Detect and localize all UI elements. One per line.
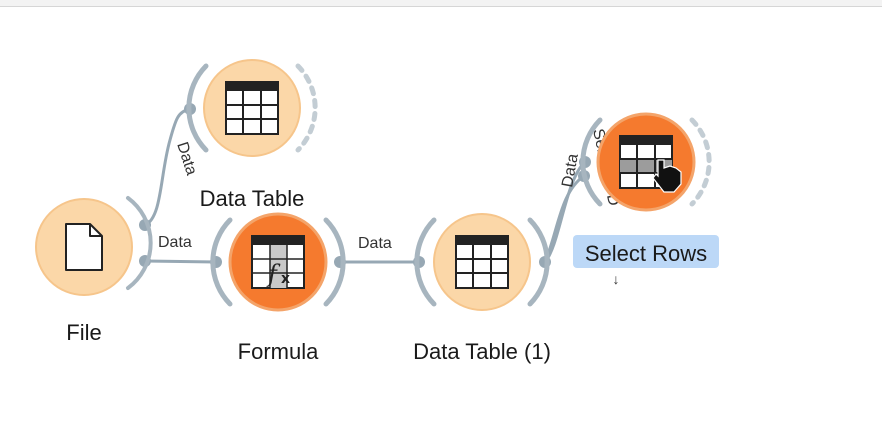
svg-text:x: x — [281, 271, 290, 287]
table-icon — [455, 235, 509, 289]
output-arc-select-rows — [689, 117, 712, 207]
node-data-table[interactable]: Data Table — [186, 59, 318, 211]
node-formula[interactable]: f x Formula — [210, 212, 346, 364]
output-arc-formula — [323, 217, 346, 307]
link-file-data-table[interactable] — [143, 107, 192, 227]
formula-icon: f x — [251, 235, 305, 289]
node-file[interactable]: File — [35, 196, 153, 345]
link-label-formula-data-table-1: Data — [358, 235, 392, 252]
state-indicator-icon: ↓ — [613, 271, 620, 287]
node-data-table-1[interactable]: Data Table (1) — [413, 213, 551, 364]
link-label-file-formula: Data — [158, 234, 192, 251]
node-label-data-table: Data Table — [200, 186, 305, 211]
top-toolbar-edge — [0, 0, 882, 7]
hand-cursor-icon — [652, 159, 682, 193]
node-label-file: File — [66, 320, 101, 345]
node-select-rows[interactable]: Select Rows ↓ — [573, 112, 719, 287]
node-label-data-table-1: Data Table (1) — [413, 339, 551, 364]
table-icon — [225, 81, 279, 135]
link-data-table-1-select-rows-selected[interactable] — [543, 160, 587, 264]
link-file-formula[interactable] — [143, 259, 218, 264]
node-label-select-rows: Select Rows — [585, 241, 707, 266]
output-arc-data-table-1 — [527, 217, 550, 307]
output-arc-file — [126, 196, 153, 290]
input-arc-formula — [210, 217, 233, 307]
file-icon — [65, 223, 103, 271]
output-arc-data-table — [295, 63, 318, 153]
input-arc-select-rows — [580, 117, 603, 207]
selection-highlight — [573, 235, 719, 268]
links — [143, 107, 587, 264]
select-rows-icon — [619, 135, 682, 193]
link-label-data-select-rows: Data — [559, 152, 582, 188]
link-label-file-data-table: Data — [173, 140, 200, 177]
input-arc-data-table-1 — [414, 217, 437, 307]
node-label-formula: Formula — [238, 339, 319, 364]
input-arc-data-table — [186, 63, 209, 153]
